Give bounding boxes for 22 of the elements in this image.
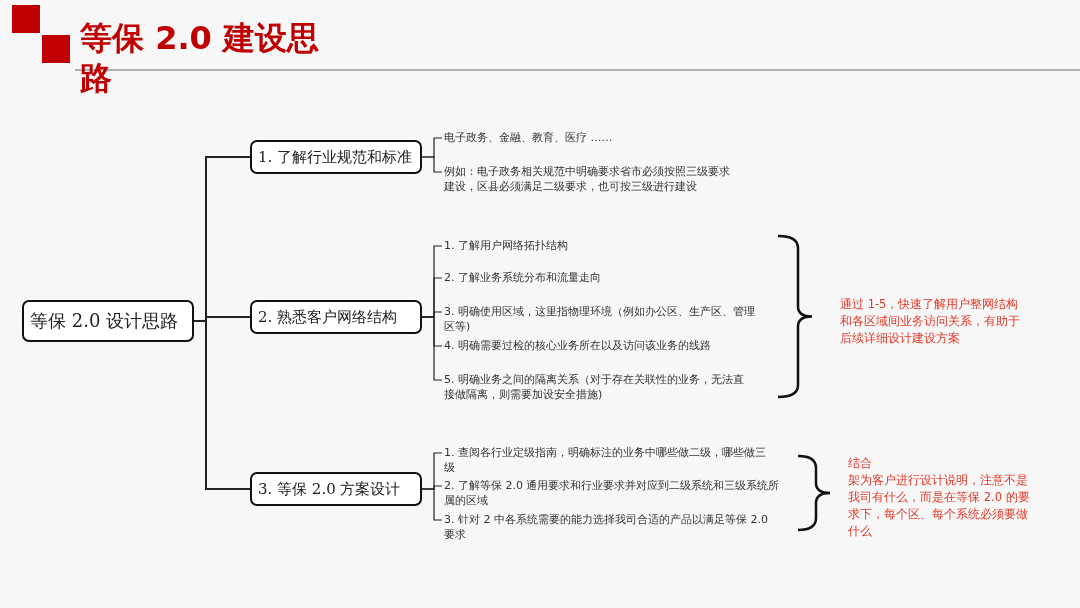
central-topic-box: 等保 2.0 设计思路 [22, 300, 194, 342]
topic-text: 例如：电子政务相关规范中明确要求省市必须按照三级要求建设，区县必须满足二级要求，也可按三级进行建设 [444, 164, 734, 194]
topic-text: 2. 了解等保 2.0 通用要求和行业要求并对应到二级系统和三级系统所属的区域 [444, 478, 784, 508]
note-text: 架为客户进行设计说明，注意不是我司有什么，而是在等保 2.0 的要求下，每个区、每个系统必须要做什么 [848, 472, 1031, 540]
topic-text: 3. 针对 2 中各系统需要的能力选择我司合适的产品以满足等保 2.0 要求 [444, 512, 774, 542]
branch-box: 2. 熟悉客户网络结构 [250, 300, 422, 334]
tree-connector [193, 320, 251, 490]
topic-text: 3. 明确使用区域，这里指物理环境（例如办公区、生产区、管理区等) [444, 304, 764, 334]
topic-text: 5. 明确业务之间的隔离关系（对于存在关联性的业务，无法直接做隔离，则需要加设安全措施) [444, 372, 744, 402]
topic-text: 4. 明确需要过检的核心业务所在以及访问该业务的线路 [444, 338, 744, 353]
tree-connector [421, 316, 443, 381]
topic-text: 1. 查阅各行业定级指南，明确标注的业务中哪些做二级，哪些做三级 [444, 445, 774, 475]
tree-connector [421, 488, 443, 521]
tree-connector [421, 156, 443, 173]
topic-text: 1. 了解用户网络拓扑结构 [444, 238, 744, 253]
title-text: 等保 2.0 建设思路 [80, 18, 320, 98]
note-text: 通过 1-5，快速了解用户整网结构和各区域间业务访问关系，有助于后续详细设计建设方案 [840, 296, 1020, 347]
topic-text: 电子政务、金融、教育、医疗 …… [444, 130, 614, 145]
note-text: 结合 [848, 455, 873, 472]
branch-box: 3. 等保 2.0 方案设计 [250, 472, 422, 506]
topic-text: 2. 了解业务系统分布和流量走向 [444, 270, 744, 285]
branch-box: 1. 了解行业规范和标准 [250, 140, 422, 174]
